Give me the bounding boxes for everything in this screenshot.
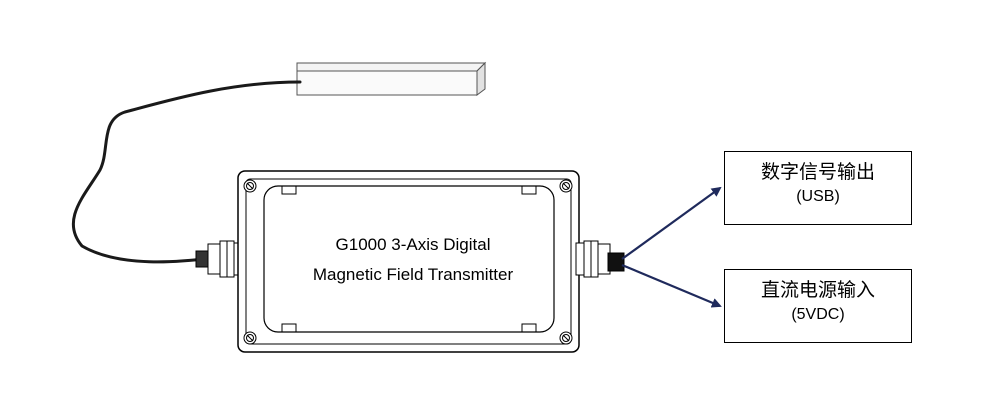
usb-output-label: 数字信号输出 bbox=[760, 161, 875, 183]
screw-bottom-left bbox=[243, 331, 257, 345]
screw-bottom-right bbox=[559, 331, 573, 345]
arrow-to-power-input bbox=[621, 263, 722, 308]
left-cable-gland bbox=[195, 240, 243, 278]
usb-output-box: 数字信号输出 (USB) bbox=[724, 151, 912, 225]
device-title-line2: Magnetic Field Transmitter bbox=[312, 265, 514, 284]
screw-top-left bbox=[243, 179, 257, 193]
power-input-sublabel: (5VDC) bbox=[791, 306, 845, 323]
right-cable-gland bbox=[575, 240, 625, 278]
device-title: G1000 3-Axis Digital Magnetic Field Tran… bbox=[268, 230, 558, 290]
device-title-line1: G1000 3-Axis Digital bbox=[335, 235, 491, 254]
screw-top-right bbox=[559, 179, 573, 193]
sensor-cable bbox=[71, 80, 302, 264]
arrow-to-usb-output bbox=[621, 186, 722, 260]
power-input-label: 直流电源输入 bbox=[760, 279, 875, 301]
sensor-probe bbox=[296, 61, 487, 96]
power-input-box: 直流电源输入 (5VDC) bbox=[724, 269, 912, 343]
usb-output-sublabel: (USB) bbox=[796, 188, 840, 205]
